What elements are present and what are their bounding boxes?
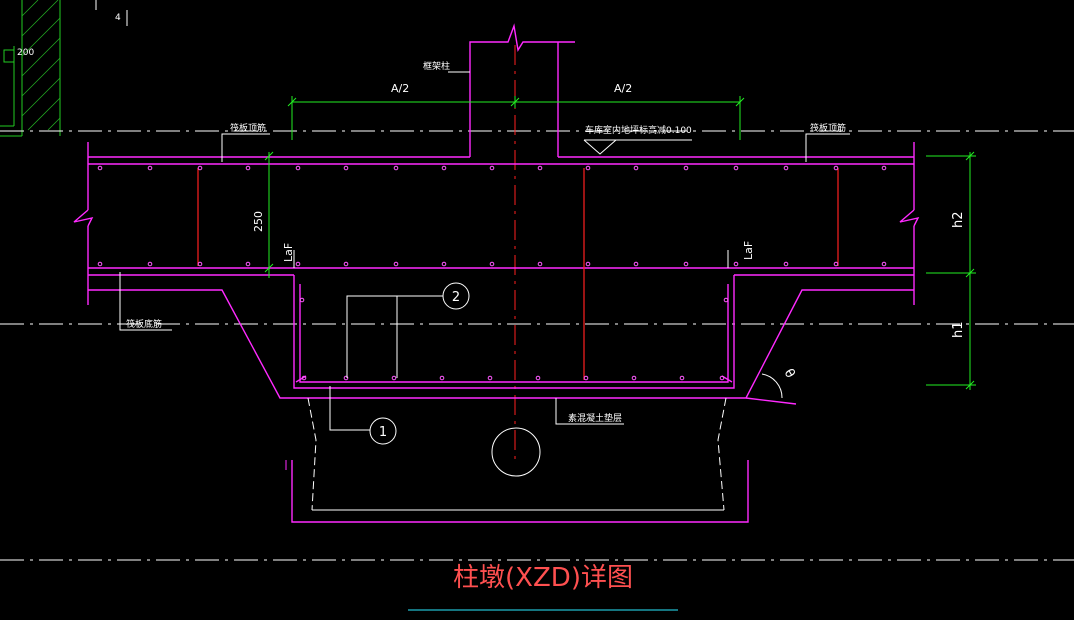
neighbor-detail: 200 4 xyxy=(0,0,128,137)
top-rebar-left-label: 筏板顶筋 xyxy=(230,122,266,134)
cushion-label: 素混凝土垫层 xyxy=(568,412,622,424)
neighbor-dim-label: 200 xyxy=(17,48,34,58)
h2-label: h2 xyxy=(951,211,966,228)
half-a-left-label: A/2 xyxy=(391,82,409,95)
rebar-dots xyxy=(97,165,887,381)
top-rebar-right-label: 筏板顶筋 xyxy=(810,122,846,134)
laf-left-label: LaF xyxy=(282,243,295,262)
column-label: 框架柱 xyxy=(423,60,450,72)
center-lines xyxy=(0,130,1074,561)
corner-mark-label: 4 xyxy=(115,13,121,23)
rebars xyxy=(197,168,839,380)
bottom-rebar-label: 筏板底筋 xyxy=(126,318,162,330)
callout-marker-2: 2 xyxy=(442,282,470,310)
svg-text:1: 1 xyxy=(379,425,387,440)
raft-slab xyxy=(73,142,920,305)
slab-thickness-label: 250 xyxy=(252,211,265,232)
laf-right-label: LaF xyxy=(742,241,755,260)
frame-column xyxy=(469,23,575,157)
dimension-lines xyxy=(264,96,976,390)
pile-cap-outline xyxy=(88,275,914,399)
cushion-layer xyxy=(285,397,797,523)
leader-lines xyxy=(119,71,850,431)
half-a-right-label: A/2 xyxy=(614,82,632,95)
pile xyxy=(307,397,727,511)
pile-section-circle xyxy=(491,427,541,477)
callout-marker-1: 1 xyxy=(369,417,397,445)
drawing-title: 柱墩(XZD)详图 xyxy=(453,563,633,593)
svg-text:2: 2 xyxy=(452,290,460,305)
angle-label: θ xyxy=(781,367,798,381)
h1-label: h1 xyxy=(951,321,966,338)
elevation-note: 车库室内地坪标高减0.100 xyxy=(585,124,692,136)
